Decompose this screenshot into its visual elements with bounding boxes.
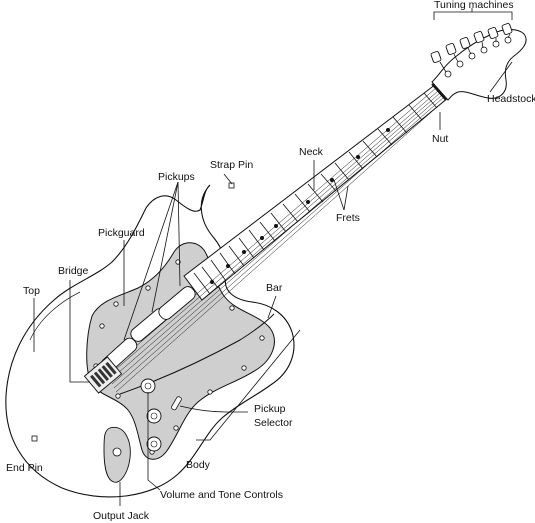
label-pickups: Pickups: [158, 171, 195, 183]
label-pickguard: Pickguard: [98, 227, 145, 239]
tuning-pegs: [444, 36, 512, 78]
end-pin: [31, 435, 38, 442]
label-body: Body: [186, 459, 211, 471]
pickup-selector-switch: [171, 396, 182, 411]
label-top: Top: [23, 285, 40, 297]
tuning-machines: [430, 23, 513, 63]
label-bridge: Bridge: [58, 265, 89, 277]
label-frets: Frets: [336, 212, 360, 224]
label-headstock: Headstock: [487, 93, 535, 105]
label-neck: Neck: [299, 146, 324, 158]
label-nut: Nut: [432, 133, 448, 145]
label-pickup-selector-line2: Selector: [254, 417, 293, 429]
label-output-jack: Output Jack: [93, 510, 150, 522]
body-contour: [29, 291, 81, 341]
tone-knob-1: [146, 408, 162, 424]
label-strap-pin: Strap Pin: [210, 159, 253, 171]
strings: [105, 87, 447, 393]
label-pickup-selector-line1: Pickup: [254, 403, 286, 415]
volume-knob: [140, 378, 156, 394]
pickup-neck: [158, 286, 196, 320]
label-volume-tone-controls: Volume and Tone Controls: [160, 489, 283, 501]
output-jack: [112, 447, 122, 457]
tone-knob-2: [146, 436, 162, 452]
label-end-pin: End Pin: [6, 462, 43, 474]
pickguard: [86, 242, 275, 460]
bridge-saddles: [90, 361, 117, 388]
callout-lines: [33, 8, 513, 506]
headstock: [431, 29, 527, 101]
tuning-machine-posts: [439, 33, 511, 73]
label-bar: Bar: [266, 282, 283, 294]
label-tuning-machines: Tuning machines: [434, 0, 514, 11]
